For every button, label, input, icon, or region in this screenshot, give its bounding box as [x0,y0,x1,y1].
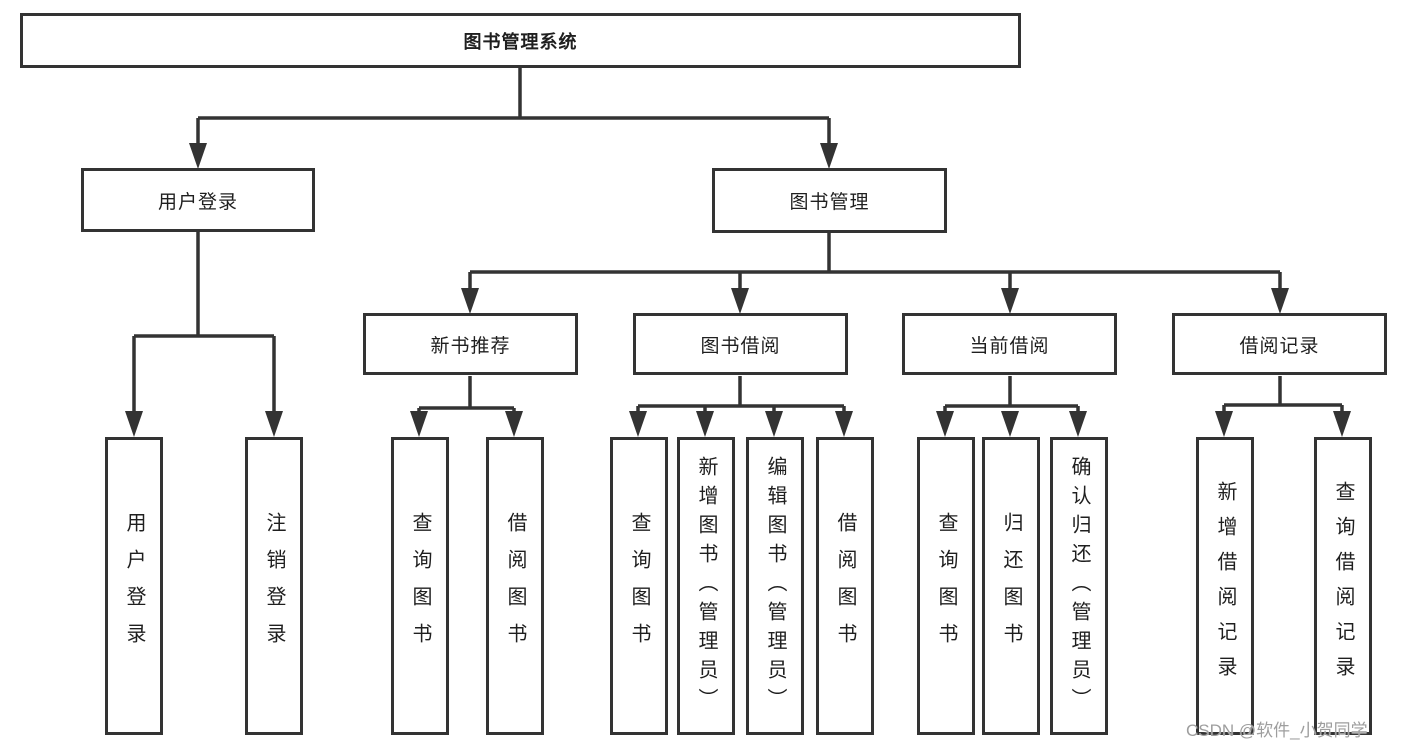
connector-book-management-to-level3 [461,233,1289,314]
connector-book-borrow-to-leaves [629,376,853,437]
leaf-nb-query-book: 查询图书 [391,437,449,735]
leaf-user-login-label: 用户登录 [123,512,145,660]
node-borrow-record: 借阅记录 [1172,313,1387,375]
node-book-management: 图书管理 [712,168,947,233]
leaf-nb-borrow-book: 借阅图书 [486,437,544,735]
node-borrow-record-label: 借阅记录 [1239,335,1320,357]
node-book-borrow-label: 图书借阅 [700,335,781,357]
node-book-management-label: 图书管理 [789,192,870,213]
leaf-cb-return-book-label: 归还图书 [1000,512,1022,660]
leaf-cb-return-book: 归还图书 [982,437,1040,735]
leaf-user-login: 用户登录 [105,437,163,735]
leaf-cb-query-book-label: 查询图书 [935,512,957,660]
node-root-system: 图书管理系统 [20,13,1021,68]
leaf-br-add-record-label: 新增借阅记录 [1214,481,1236,691]
leaf-logout-label: 注销登录 [263,512,285,660]
leaf-nb-borrow-book-label: 借阅图书 [504,512,526,660]
node-new-book-recommend-label: 新书推荐 [430,335,511,357]
node-current-borrow-label: 当前借阅 [969,335,1050,357]
leaf-bb-query-book: 查询图书 [610,437,668,735]
leaf-logout: 注销登录 [245,437,303,735]
node-new-book-recommend: 新书推荐 [363,313,578,375]
node-book-borrow: 图书借阅 [633,313,848,375]
leaf-cb-confirm-return-admin-label: 确认归还（管理员） [1068,455,1090,717]
leaf-cb-confirm-return-admin: 确认归还（管理员） [1050,437,1108,735]
node-current-borrow: 当前借阅 [902,313,1117,375]
leaf-bb-query-book-label: 查询图书 [628,512,650,660]
connector-new-book-to-leaves [410,376,523,437]
connector-current-borrow-to-leaves [936,376,1087,437]
csdn-watermark: CSDN @软件_小贺同学 [1186,721,1368,740]
leaf-bb-borrow-book: 借阅图书 [816,437,874,735]
connector-root-to-level2 [189,67,838,169]
leaf-bb-edit-book-admin: 编辑图书（管理员） [746,437,804,735]
leaf-bb-add-book-admin-label: 新增图书（管理员） [695,455,717,717]
leaf-br-query-record: 查询借阅记录 [1314,437,1372,735]
connector-user-login-to-leaves [125,232,283,437]
leaf-br-query-record-label: 查询借阅记录 [1332,481,1354,691]
leaf-bb-borrow-book-label: 借阅图书 [834,512,856,660]
connector-borrow-record-to-leaves [1215,376,1351,437]
node-user-login: 用户登录 [81,168,315,232]
leaf-br-add-record: 新增借阅记录 [1196,437,1254,735]
leaf-bb-edit-book-admin-label: 编辑图书（管理员） [764,455,786,717]
leaf-bb-add-book-admin: 新增图书（管理员） [677,437,735,735]
leaf-nb-query-book-label: 查询图书 [409,512,431,660]
leaf-cb-query-book: 查询图书 [917,437,975,735]
node-root-system-label: 图书管理系统 [463,31,578,52]
node-user-login-label: 用户登录 [157,191,238,213]
